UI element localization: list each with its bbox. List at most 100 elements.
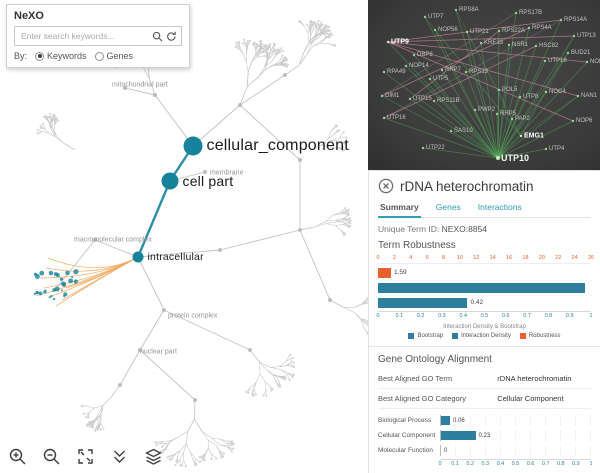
gene-node-NOP1[interactable]: NOP1 [590,59,600,65]
gene-node-UTP22[interactable]: UTP22 [426,145,445,151]
go-chart-category: Molecular Function [378,447,433,454]
gene-node-PWP2[interactable]: PWP2 [478,107,496,113]
axis-tick: 0.2 [466,461,475,467]
gene-node-NAN1[interactable]: NAN1 [581,93,598,99]
radio-icon[interactable] [35,51,45,61]
search-panel: NeXO By: Keywords Genes [6,4,190,68]
tab-summary[interactable]: Summary [378,199,421,218]
tree-node-nuclear-part[interactable]: nuclear part [140,348,177,356]
robustness-xlabel: Interaction Density & Bootstrap [443,324,526,330]
gene-node-KRE33[interactable]: KRE33 [484,40,504,46]
expand-depth-icon[interactable] [108,445,131,468]
tree-node-cellular-component[interactable]: cellular_component [206,137,349,154]
legend-swatch [452,333,459,339]
gene-node-UTP13[interactable]: UTP13 [577,33,596,39]
gene-node-UTP9[interactable]: UTP9 [391,38,409,46]
search-by-keywords[interactable]: Keywords [35,51,87,61]
zoom-out-icon[interactable] [40,445,63,468]
network-panel[interactable]: UTP7 RPS8A RPS17B RPS14A NOP56 UTP21 RPS22A RPS… [368,0,600,170]
app-title: NeXO [14,10,44,22]
layers-icon[interactable] [142,445,165,468]
unique-term-id: Unique Term ID: NEXO:8854 [378,224,591,234]
gene-node-RPS14A[interactable]: RPS14A [564,17,588,23]
gene-node-UTP5[interactable]: UTP5 [433,76,449,82]
refresh-icon[interactable] [166,31,177,42]
zoom-in-icon[interactable] [6,445,29,468]
tab-genes[interactable]: Genes [435,202,461,212]
axis-tick: 22 [555,255,562,261]
gene-node-RPS4A[interactable]: RPS4A [532,25,552,31]
gene-node-RPS17B[interactable]: RPS17B [519,10,543,16]
robustness-section-title: Term Robustness [378,240,456,251]
gene-node-RRP5[interactable]: RRP5 [500,111,517,117]
gene-node-RRP7[interactable]: RRP7 [445,67,462,73]
search-by-genes[interactable]: Genes [94,51,134,61]
gene-node-UTP16[interactable]: UTP16 [387,115,406,121]
close-icon[interactable] [378,178,394,194]
gene-node-UTP15[interactable]: UTP15 [413,96,432,102]
tree-node-cell-part[interactable]: cell part [182,173,234,189]
gene-node-NOP6[interactable]: NOP6 [576,118,593,124]
radio-icon[interactable] [94,51,104,61]
tree-node-protein-complex[interactable]: protein complex [168,312,218,320]
go-chart-bar [441,416,450,425]
gene-node-NOP14[interactable]: NOP14 [409,63,429,69]
axis-tick: 1 [589,461,593,467]
gene-node-PAP2[interactable]: PAP2 [515,116,530,122]
tree-node-intracellular[interactable]: intracellular [147,251,204,263]
search-input[interactable] [19,30,149,42]
go-chart-bar [441,431,476,440]
radio-label: Genes [106,51,134,61]
tab-interactions[interactable]: Interactions [477,202,522,212]
gene-node-UTP7[interactable]: UTP7 [428,14,444,20]
search-field[interactable] [14,26,182,46]
legend-label: Interaction Density [461,333,511,339]
search-icon[interactable] [152,31,163,42]
axis-tick: 0.3 [481,461,490,467]
axis-tick: 12 [473,255,480,261]
gene-node-UTP10[interactable]: UTP10 [501,153,530,163]
gene-node-NOP56[interactable]: NOP56 [438,27,458,33]
legend-label: Bootstrap [417,333,444,339]
axis-tick: 0.5 [511,461,520,467]
gene-node-NOC4[interactable]: NOC4 [549,89,566,95]
search-by-label: By: [14,51,28,61]
gene-node-UTP18[interactable]: UTP18 [548,58,567,64]
gene-node-HSC82[interactable]: HSC82 [539,43,559,49]
gene-node-SAS10[interactable]: SAS10 [454,128,473,134]
gene-node-UTP4[interactable]: UTP4 [549,146,565,152]
gene-node-POL5[interactable]: POL5 [502,87,518,93]
gene-node-RPS22A[interactable]: RPS22A [502,28,526,34]
gene-node-RPS11B[interactable]: RPS11B [437,98,460,104]
gene-node-DBP8[interactable]: DBP8 [417,52,433,58]
go-chart-value: 0.06 [453,417,465,424]
tree-node-membrane[interactable]: membrane [210,169,244,177]
gene-node-EMG1[interactable]: EMG1 [524,132,544,140]
tree-node-macromolecular-complex[interactable]: macromolecular complex [74,236,152,244]
axis-tick: 0.8 [544,313,553,319]
tree-node-mitochondrial-part[interactable]: mitochondrial part [112,81,168,89]
gene-node-RPS13[interactable]: RPS13 [469,69,489,75]
gene-node-NSR1[interactable]: NSR1 [512,42,529,48]
gene-node-BUD21[interactable]: BUD21 [571,50,591,56]
gene-node-UTP8[interactable]: UTP8 [523,94,539,100]
gene-node-RPA49[interactable]: RPA49 [387,69,406,75]
gene-node-UTP21[interactable]: UTP21 [470,29,489,35]
axis-tick: 26 [587,255,595,261]
gene-node-DIM1[interactable]: DIM1 [385,93,400,99]
fit-screen-icon[interactable] [74,445,97,468]
bar [378,282,585,293]
gene-node-RPS8A[interactable]: RPS8A [459,7,479,13]
axis-tick: 0.4 [459,313,468,319]
robustness-bar-interaction-density: 0.42 [378,296,591,309]
